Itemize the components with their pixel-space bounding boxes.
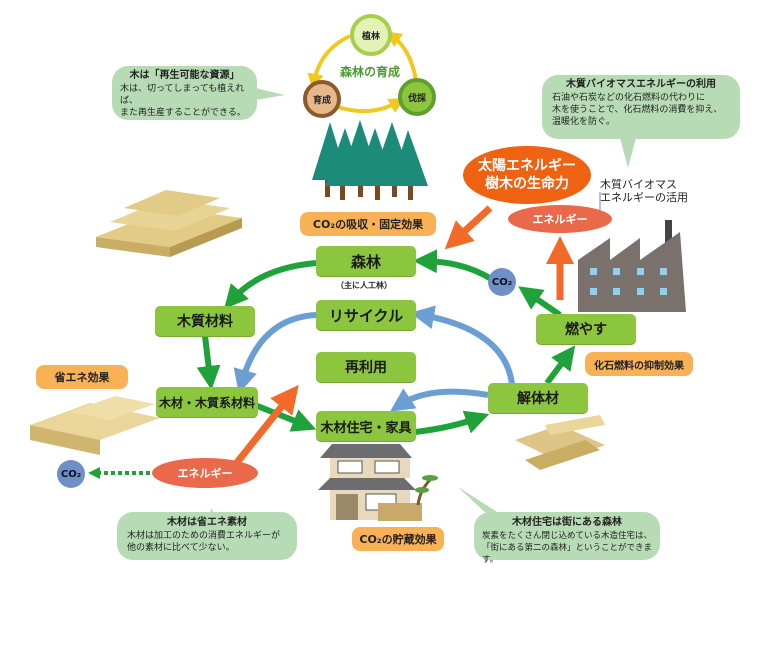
flow-arrows-blue — [233, 305, 515, 412]
node-recycle: リサイクル — [316, 300, 416, 330]
forest-cycle-title: 森林の育成 — [340, 65, 401, 79]
energy-ellipse-bottom: エネルギー — [152, 458, 258, 488]
biomass-use-line-2: エネルギーの活用 — [600, 191, 688, 204]
biomass-use-line-1: 木質バイオマス — [600, 178, 677, 191]
bubble-title: 木材は省エネ素材 — [167, 517, 247, 528]
bubble-body: 木は、切ってしまっても植えれば、 また再生産することができる。 — [120, 84, 246, 118]
energy-saving-effect-label: 省エネ効果 — [36, 365, 128, 389]
co2-circle-top: CO₂ — [488, 268, 516, 296]
bubble-title: 木質バイオマスエネルギーの利用 — [566, 79, 716, 90]
biomass-energy-bubble: 木質バイオマスエネルギーの利用 石油や石炭などの化石燃料の代わりに 木を使うこと… — [542, 75, 740, 139]
node-wood-material: 木質材料 — [155, 306, 255, 336]
cycle-node-label: 育成 — [312, 95, 331, 106]
renewable-resource-bubble: 木は「再生可能な資源」 木は、切ってしまっても植えれば、 また再生産することがで… — [112, 66, 257, 120]
factory-illustration — [578, 220, 686, 312]
forest-note: （主に人工林） — [336, 281, 392, 290]
cycle-node-harvest: 伐採 — [398, 78, 436, 116]
bubble-title: 木材住宅は街にある森林 — [512, 517, 622, 528]
biomass-use-label: 木質バイオマス エネルギーの活用 — [600, 178, 688, 204]
bubble-body: 木材は加工のための消費エネルギーが 他の素材に比べて少ない。 — [127, 531, 281, 553]
demolition-wood-illustration — [515, 415, 605, 470]
house-illustration — [318, 444, 438, 521]
storage-effect-label: CO₂の貯蔵効果 — [352, 527, 444, 551]
node-housing-furniture: 木材住宅・家具 — [316, 411, 416, 441]
flow-arrows-green — [88, 249, 576, 479]
bubble-body: 石油や石炭などの化石燃料の代わりに 木を使うことで、化石燃料の消費を抑え、 温暖… — [552, 93, 723, 127]
solar-line-1: 太陽エネルギー — [478, 158, 576, 174]
energy-ellipse-top: エネルギー — [508, 205, 612, 233]
co2-circle-left: CO₂ — [57, 460, 85, 488]
node-lumber: 木材・木質系材料 — [156, 387, 258, 417]
node-burn: 燃やす — [536, 314, 636, 344]
cycle-node-label: 伐採 — [407, 93, 426, 104]
node-reuse: 再利用 — [316, 352, 416, 382]
solar-energy-ellipse: 太陽エネルギー 樹木の生命力 — [463, 146, 591, 204]
absorption-effect-label: CO₂の吸収・固定効果 — [300, 212, 436, 236]
lumber-stack-illustration — [96, 190, 242, 257]
forest-cycle-arrows — [307, 31, 418, 114]
node-demolition-wood: 解体材 — [488, 383, 588, 413]
forest-trees-illustration — [312, 120, 428, 200]
solar-line-2: 樹木の生命力 — [485, 176, 569, 192]
urban-forest-bubble: 木材住宅は街にある森林 炭素をたくさん閉じ込めている木造住宅は、 「街にある第二… — [474, 512, 660, 565]
bubble-body: 炭素をたくさん閉じ込めている木造住宅は、 「街にある第二の森林」ということができ… — [482, 531, 653, 565]
bubble-tail — [620, 138, 636, 168]
node-forest: 森林 — [316, 246, 416, 276]
bubble-title: 木は「再生可能な資源」 — [129, 70, 240, 81]
boards-illustration — [30, 396, 160, 455]
flow-arrows-orange — [232, 205, 574, 468]
energy-saving-bubble: 木材は省エネ素材 木材は加工のための消費エネルギーが 他の素材に比べて少ない。 — [117, 512, 297, 560]
fossil-suppression-effect-label: 化石燃料の抑制効果 — [585, 352, 693, 376]
cycle-node-label: 植林 — [361, 31, 380, 42]
cycle-node-planting: 植林 — [350, 14, 392, 56]
cycle-node-growth: 育成 — [303, 80, 341, 118]
bubble-tail — [458, 487, 505, 517]
bubble-tail — [255, 88, 285, 100]
